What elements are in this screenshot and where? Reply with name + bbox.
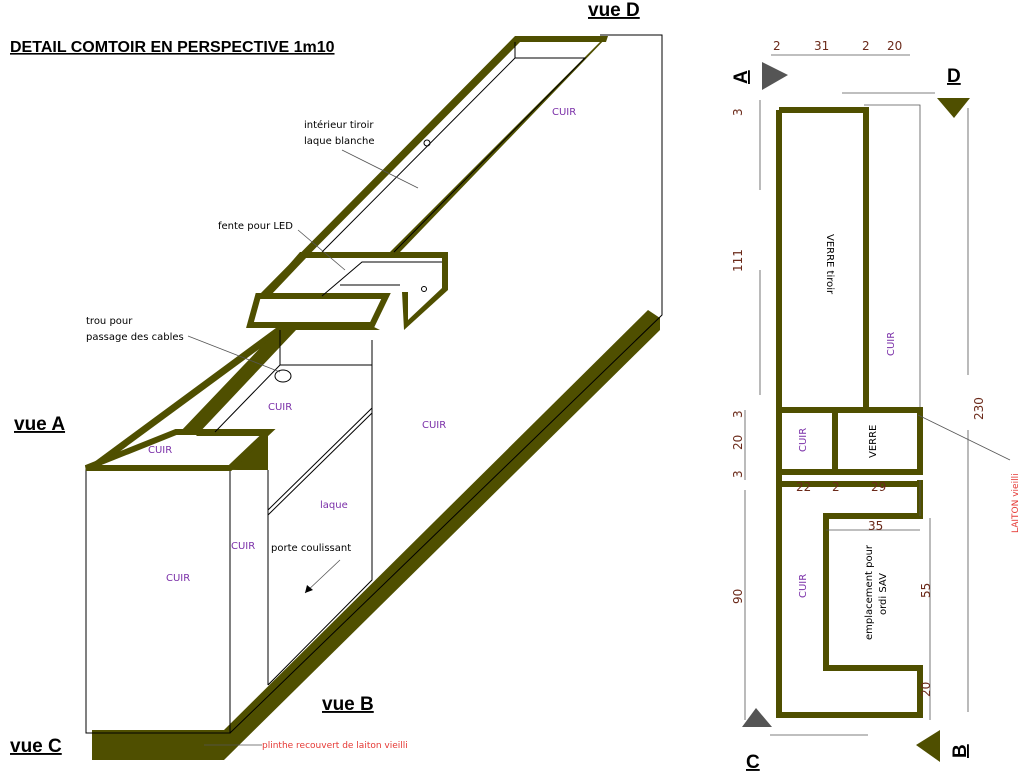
- label-cuir-left-top: CUIR: [148, 445, 172, 456]
- plan-emplacement-2: ordi SAV: [878, 573, 889, 615]
- label-laque: laque: [320, 500, 348, 511]
- laque-panel-line: [267, 407, 373, 511]
- top-inner-frame: [180, 325, 380, 436]
- plan-letter-d: D: [947, 66, 961, 87]
- dim-230: 230: [972, 397, 986, 420]
- label-plinthe: plinthe recouvert de laiton vieilli: [262, 741, 408, 751]
- leader-laiton: [917, 414, 1011, 461]
- drawer-handle-hole: [423, 139, 431, 147]
- dim-left-lines: [744, 100, 761, 720]
- marker-c-triangle: [742, 708, 772, 727]
- label-trou-2: passage des cables: [86, 332, 184, 343]
- drawer-interior: [321, 57, 587, 253]
- drawer-box-inner: [321, 261, 442, 297]
- dim-left-3b: 3: [731, 410, 745, 418]
- drawing-title: DETAIL COMTOIR EN PERSPECTIVE 1m10: [10, 39, 335, 56]
- view-c-label: vue C: [10, 736, 62, 757]
- front-block-face: [85, 467, 231, 734]
- dim-left-3c: 3: [731, 470, 745, 478]
- middle-strip: [246, 293, 391, 328]
- dim-inner-35: 35: [868, 519, 883, 533]
- top-edge-front: [86, 432, 268, 470]
- dim-left-111: 111: [731, 249, 745, 272]
- dim-top-2a: 2: [773, 39, 781, 53]
- dim-left-90: 90: [731, 589, 745, 604]
- label-trou-1: trou pour: [86, 316, 133, 327]
- label-porte: porte coulissant: [271, 543, 351, 554]
- plan-letter-b: B: [950, 744, 971, 758]
- dim-top-20: 20: [887, 39, 902, 53]
- top-front-rim: [84, 429, 276, 471]
- plan-right-panel-outline: [864, 104, 921, 410]
- dim-top-31: 31: [814, 39, 829, 53]
- label-cuir-top-right: CUIR: [552, 107, 576, 118]
- middle-strip-left: [262, 252, 306, 296]
- plan-leather-frame: [776, 107, 923, 718]
- label-cuir-side: CUIR: [231, 541, 255, 552]
- laque-panel-line-2: [267, 412, 373, 516]
- plinth-front: [92, 730, 224, 760]
- door-arrow-head: [305, 585, 313, 593]
- dim-top-2b: 2: [862, 39, 870, 53]
- marker-b-triangle: [916, 730, 940, 762]
- led-slot-frame-top: [300, 252, 448, 258]
- dim-left-20: 20: [731, 435, 745, 450]
- marker-d-triangle: [937, 98, 970, 118]
- door-arrow-line: [304, 559, 341, 594]
- label-fente-led: fente pour LED: [218, 221, 293, 232]
- plan-emplacement-1: emplacement pour: [864, 544, 875, 640]
- plan-cuir-mid: CUIR: [798, 428, 809, 452]
- label-cuir-inner: CUIR: [268, 402, 292, 413]
- dim-left-3a: 3: [731, 108, 745, 116]
- leader-cable: [187, 335, 281, 373]
- plan-cuir-right: CUIR: [886, 332, 897, 356]
- drawer-box-frame: [402, 252, 448, 330]
- plan-letter-a: A: [731, 70, 752, 84]
- dim-inner-20: 20: [919, 682, 933, 697]
- dim-inner-55: 55: [919, 583, 933, 598]
- cable-hole: [274, 369, 292, 383]
- label-interieur-tiroir-2: laque blanche: [304, 136, 375, 147]
- plan-outer-frame: [776, 110, 923, 718]
- view-a-label: vue A: [14, 414, 65, 435]
- dim-inner-29: 29: [871, 480, 886, 494]
- view-d-label: vue D: [588, 0, 640, 21]
- plan-view: A D C B 2 31 2 20 3 111 3 20: [731, 39, 1021, 772]
- label-cuir-right-face: CUIR: [422, 420, 446, 431]
- plan-cuir-bottom: CUIR: [798, 574, 809, 598]
- plan-middle-frame: [779, 407, 923, 475]
- plan-verre-tiroir: VERRE tiroir: [824, 234, 835, 295]
- marker-a-triangle: [762, 62, 788, 90]
- dim-inner-2: 2: [832, 480, 840, 494]
- plan-letter-c: C: [746, 752, 760, 772]
- view-b-label: vue B: [322, 694, 374, 715]
- label-interieur-tiroir-1: intérieur tiroir: [304, 119, 374, 131]
- door-right-edge: [267, 340, 373, 686]
- top-edge-left: [86, 325, 292, 468]
- side-face-outline: [229, 34, 663, 734]
- plinth-side: [224, 310, 660, 760]
- perspective-view: intérieur tiroir laque blanche fente pou…: [10, 0, 663, 760]
- plan-top-drawer-frame: [779, 107, 869, 410]
- leader-led: [297, 229, 346, 271]
- plan-verre: VERRE: [868, 425, 879, 458]
- plan-laiton: LAITON vieilli: [1011, 473, 1021, 533]
- label-cuir-front: CUIR: [166, 573, 190, 584]
- drawer-box-hole: [421, 286, 427, 292]
- leader-drawer: [341, 149, 419, 189]
- dim-inner-22: 22: [796, 480, 811, 494]
